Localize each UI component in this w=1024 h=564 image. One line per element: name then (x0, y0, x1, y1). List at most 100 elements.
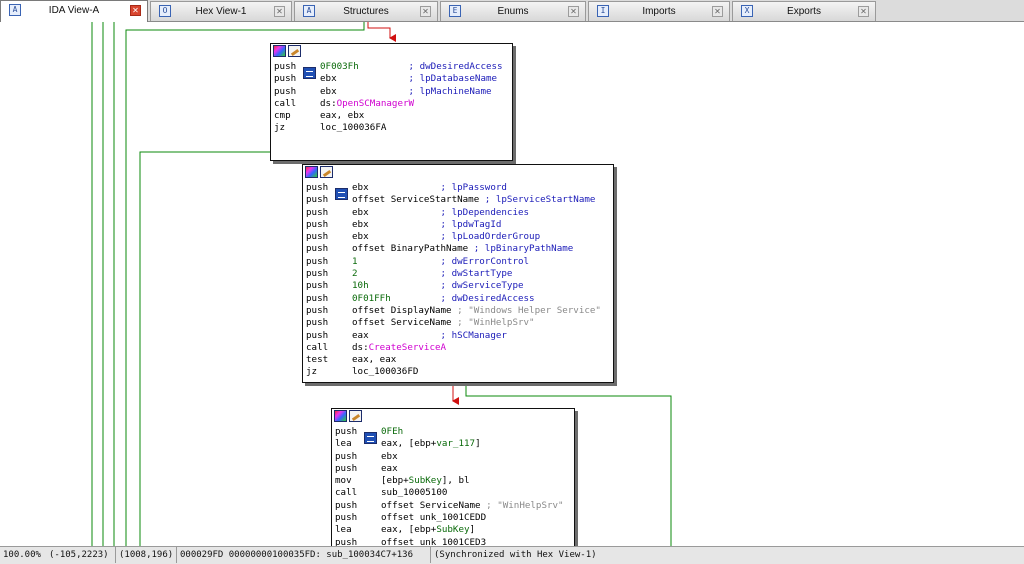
comment: ; lpdwTagId (440, 218, 502, 230)
stack-var: SubKey (408, 475, 442, 487)
asm-line[interactable]: mov[ebp+SubKey], bl (335, 475, 574, 487)
mnemonic: push (306, 182, 329, 193)
hex-view-icon: O (159, 5, 171, 17)
padding (369, 330, 441, 341)
mnemonic: push (306, 243, 329, 255)
edge-green (125, 22, 365, 546)
comment: ; lpBinaryPathName (473, 243, 574, 255)
tab-exports[interactable]: X Exports ✕ (732, 1, 876, 21)
padding (391, 293, 441, 304)
close-icon[interactable]: ✕ (274, 6, 285, 17)
tab-enums[interactable]: E Enums ✕ (440, 1, 586, 21)
tab-imports[interactable]: I Imports ✕ (588, 1, 730, 21)
comment: ; lpLoadOrderGroup (440, 231, 541, 243)
mnemonic: push (306, 194, 329, 206)
string-comment: ; "Windows Helper Service" (457, 304, 601, 316)
operand: offset ServiceStartName (352, 194, 480, 206)
close-icon[interactable]: ✕ (712, 6, 723, 17)
padding (358, 256, 441, 267)
graph-icon[interactable] (364, 432, 377, 444)
mnemonic: push (335, 426, 358, 437)
tab-ida-view-a[interactable]: A IDA View-A ✕ (0, 0, 148, 22)
mnemonic: push (335, 450, 358, 462)
block-header (332, 409, 574, 444)
mnemonic: push (335, 512, 358, 524)
block-header (271, 44, 512, 79)
operand: 2 (352, 268, 358, 280)
edit-icon[interactable] (288, 45, 301, 57)
operand: eax, [ebp+ (381, 438, 437, 450)
mnemonic: push (306, 231, 329, 243)
mnemonic: push (306, 255, 329, 267)
padding (369, 219, 441, 230)
operand: loc_100036FA (320, 122, 387, 134)
operand: offset ServiceName (381, 499, 481, 511)
edit-icon[interactable] (320, 166, 333, 178)
import-symbol: CreateServiceA (368, 341, 447, 353)
tab-bar: A IDA View-A ✕ O Hex View-1 ✕ A Structur… (0, 0, 1024, 22)
color-palette-icon[interactable] (273, 45, 286, 57)
mnemonic: call (274, 97, 297, 109)
comment: ; lpDatabaseName (408, 73, 498, 85)
tab-structures[interactable]: A Structures ✕ (294, 1, 438, 21)
close-icon[interactable]: ✕ (858, 6, 869, 17)
padding (369, 231, 441, 242)
operand: [ebp+ (381, 475, 409, 487)
operand: offset unk_1001CED3 (381, 536, 487, 546)
close-icon[interactable]: ✕ (568, 6, 579, 17)
enums-icon: E (449, 5, 461, 17)
mnemonic: push (306, 206, 329, 218)
graph-icon[interactable] (335, 188, 348, 200)
tab-hex-view-1[interactable]: O Hex View-1 ✕ (150, 1, 292, 21)
padding (369, 280, 441, 291)
mnemonic: push (306, 280, 329, 292)
graph-icon[interactable] (303, 67, 316, 79)
operand: 0F01FFh (352, 292, 391, 304)
edit-icon[interactable] (349, 410, 362, 422)
edge-green (465, 383, 672, 546)
color-palette-icon[interactable] (334, 410, 347, 422)
padding (369, 182, 441, 193)
comment: ; lpDependencies (440, 206, 530, 218)
close-icon[interactable]: ✕ (420, 6, 431, 17)
close-icon[interactable]: ✕ (130, 5, 141, 16)
color-palette-icon[interactable] (305, 166, 318, 178)
operand: eax, eax (352, 354, 397, 366)
